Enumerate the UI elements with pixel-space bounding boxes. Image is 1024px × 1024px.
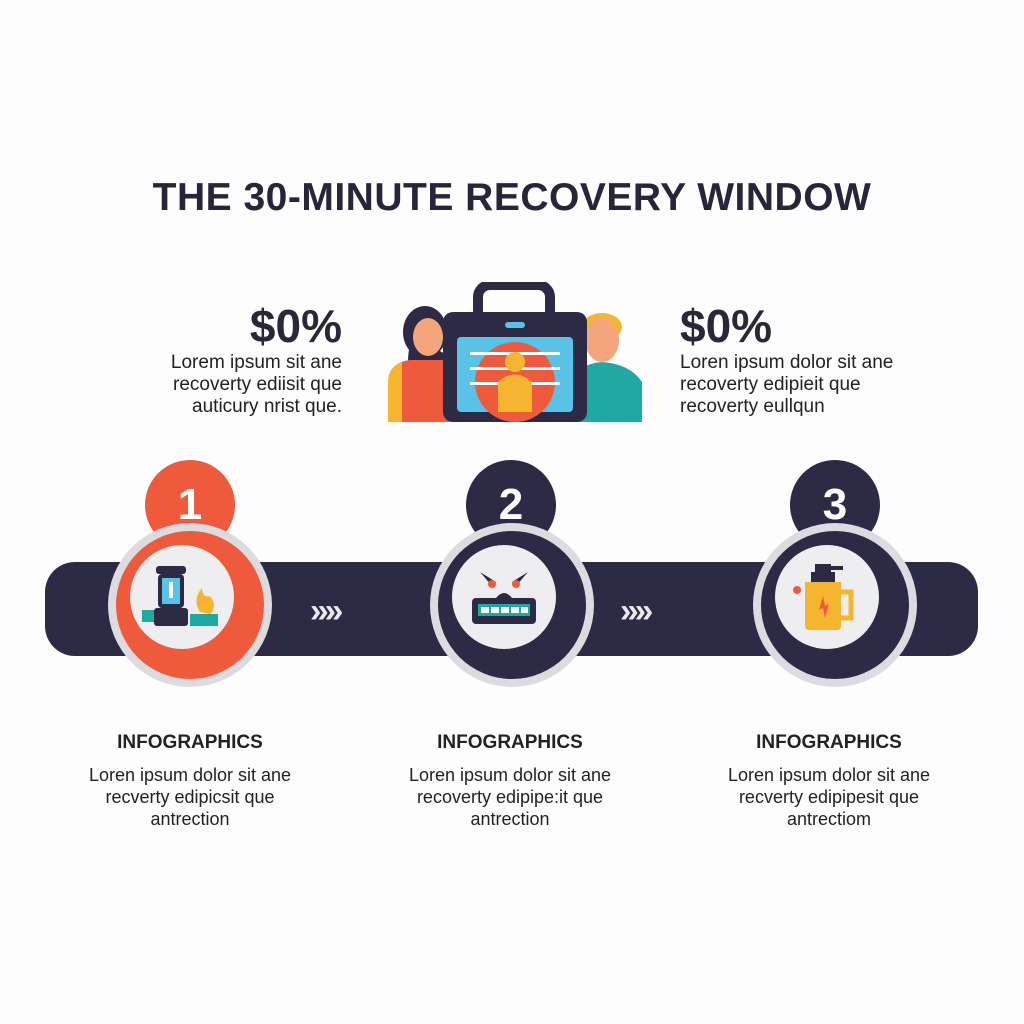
- stat-value: $0%: [249, 300, 342, 352]
- stat-line: Loren ipsum dolor sit ane: [680, 352, 894, 373]
- stat-left: $0% Lorem ipsum sit ane recoverty ediisi…: [100, 300, 342, 418]
- step-line: recverty edipipesit que: [738, 787, 920, 807]
- step-line: antrection: [470, 809, 550, 829]
- step-description: INFOGRAPHICS Loren ipsum dolor sit ane r…: [699, 732, 959, 830]
- stat-value: $0%: [680, 300, 773, 352]
- step-heading: INFOGRAPHICS: [437, 732, 583, 753]
- stat-line: recoverty edipieit que: [680, 374, 861, 395]
- step-3-circle: [753, 523, 917, 687]
- step-line: recoverty edipipe:it que: [416, 787, 604, 807]
- stat-line: recoverty eullqun: [680, 396, 825, 417]
- step-line: Loren ipsum dolor sit ane: [88, 765, 292, 785]
- step-heading: INFOGRAPHICS: [756, 732, 902, 753]
- step-line: Loren ipsum dolor sit ane: [408, 765, 612, 785]
- step-heading: INFOGRAPHICS: [117, 732, 263, 753]
- page-title: THE 30-MINUTE RECOVERY WINDOW: [152, 176, 872, 219]
- step-2-circle: [430, 523, 594, 687]
- step-description: INFOGRAPHICS Loren ipsum dolor sit ane r…: [60, 732, 320, 830]
- arrows-icon: ››››: [310, 592, 343, 630]
- arrows-icon: ››››: [620, 592, 653, 630]
- angry-keyboard-icon: [452, 545, 556, 649]
- step-line: recverty edipicsit que: [105, 787, 275, 807]
- shaker-bottle-icon: [775, 545, 879, 649]
- stat-right: $0% Loren ipsum dolor sit ane recoverty …: [680, 300, 940, 418]
- stat-line: recoverty ediisit que: [173, 374, 342, 395]
- blender-fire-icon: [130, 545, 234, 649]
- step-line: antrectiom: [786, 809, 872, 829]
- stat-line: Lorem ipsum sit ane: [170, 352, 342, 373]
- step-1-circle: [108, 523, 272, 687]
- stat-line: auticury nrist que.: [192, 396, 342, 417]
- team-briefcase-illustration: [388, 282, 642, 422]
- step-line: Loren ipsum dolor sit ane: [727, 765, 931, 785]
- step-description: INFOGRAPHICS Loren ipsum dolor sit ane r…: [380, 732, 640, 830]
- step-line: antrection: [150, 809, 230, 829]
